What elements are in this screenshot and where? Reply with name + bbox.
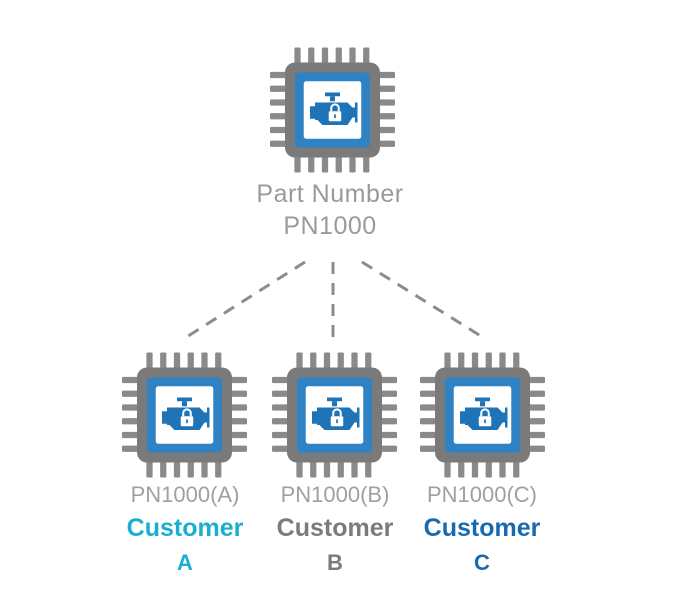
chip-pins — [270, 47, 395, 173]
chip-pins — [122, 352, 247, 478]
root-part-number: PN1000 — [283, 212, 377, 240]
customer-c-letter: C — [474, 550, 490, 575]
chip-pins — [420, 352, 545, 478]
customer-b-part-number: PN1000(B) — [280, 482, 390, 507]
connector-to-customer-c — [361, 260, 485, 340]
padlock-icon — [330, 408, 344, 427]
customer-c-chip-icon — [420, 352, 545, 478]
customer-c-name: Customer — [423, 514, 541, 542]
chip-pins — [272, 352, 397, 478]
root-title: Part Number — [256, 180, 404, 208]
padlock-icon — [180, 408, 194, 427]
customer-c-part-number: PN1000(C) — [426, 482, 538, 507]
customer-b-letter: B — [327, 550, 343, 575]
padlock-icon — [328, 103, 342, 122]
customer-a-letter: A — [177, 550, 193, 575]
customer-a-part-number: PN1000(A) — [130, 482, 240, 507]
customer-a-name: Customer — [126, 514, 244, 542]
root-chip-icon — [270, 47, 395, 173]
customer-b-chip-icon — [272, 352, 397, 478]
customer-a-chip-icon — [122, 352, 247, 478]
padlock-icon — [478, 408, 492, 427]
customer-b-name: Customer — [276, 514, 394, 542]
connector-to-customer-a — [184, 260, 306, 340]
